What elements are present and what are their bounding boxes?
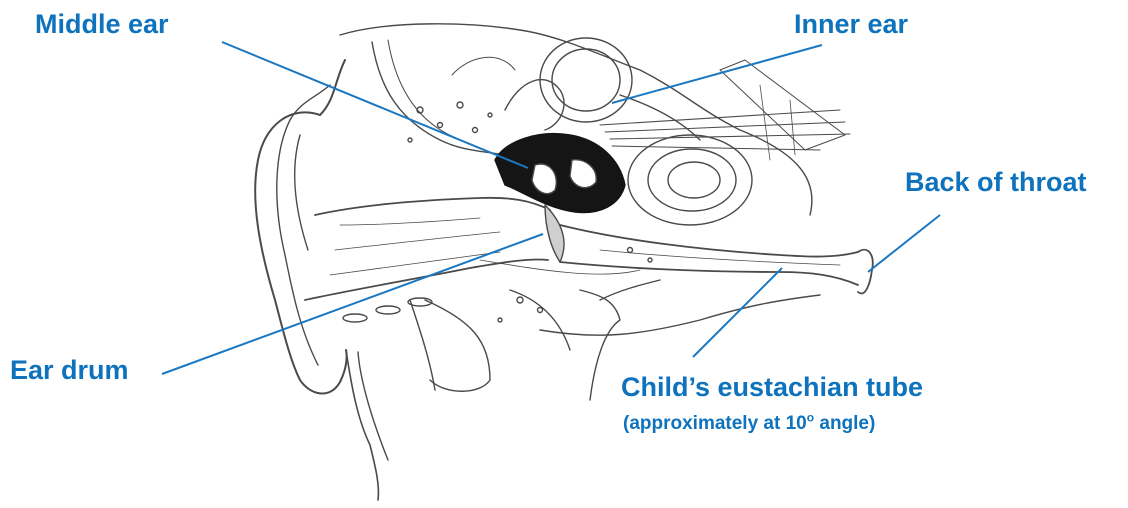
back-of-throat-label: Back of throat bbox=[905, 169, 1087, 196]
throat-opening bbox=[858, 250, 873, 294]
angle-note-suffix: angle) bbox=[814, 413, 875, 434]
angle-degree-symbol: o bbox=[807, 411, 814, 425]
angle-note: (approximately at 10o angle) bbox=[623, 414, 875, 433]
ear-canal-lower bbox=[305, 259, 548, 300]
cochlea-mid bbox=[648, 149, 736, 211]
leader-line-middle-ear bbox=[222, 42, 528, 168]
ear-drum-label: Ear drum bbox=[10, 357, 129, 384]
temporal-bone-outline bbox=[372, 42, 520, 160]
eustachian-tube-upper bbox=[560, 225, 858, 257]
semicircular-canal-inner bbox=[552, 49, 620, 111]
leader-lines bbox=[162, 42, 940, 374]
middle-ear-cavity bbox=[495, 134, 625, 213]
leader-line-eustachian-tube bbox=[693, 268, 782, 357]
eustachian-tube-lower bbox=[560, 262, 858, 285]
eustachian-tube-label: Child’s eustachian tube bbox=[621, 374, 923, 401]
ear-canal-upper bbox=[315, 198, 550, 215]
semicircular-canal-outer bbox=[540, 38, 632, 122]
leader-line-back-of-throat bbox=[868, 215, 940, 272]
cochlea-inner bbox=[668, 162, 720, 198]
angle-note-prefix: (approximately at 10 bbox=[623, 413, 807, 434]
eardrum bbox=[545, 205, 564, 262]
inner-ear-label: Inner ear bbox=[794, 11, 908, 38]
middle-ear-label: Middle ear bbox=[35, 11, 169, 38]
